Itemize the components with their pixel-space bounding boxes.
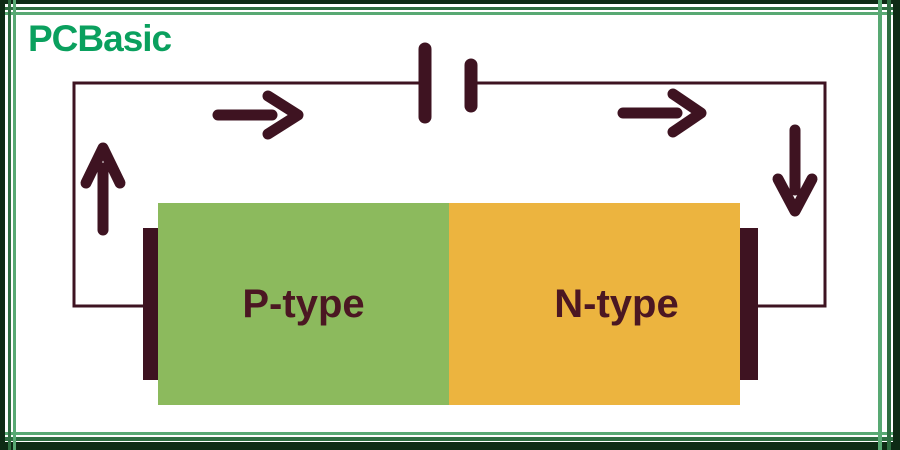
n-type-label: N-type — [554, 281, 679, 326]
frame-line-top-medium — [0, 7, 900, 10]
frame-line-bottom-dark — [0, 442, 900, 450]
n-type-region: N-type — [449, 203, 740, 405]
p-type-label: P-type — [242, 281, 365, 326]
frame-line-right-medium — [887, 0, 891, 450]
frame-line-bottom-light — [0, 432, 900, 435]
wire-loop — [72, 81, 827, 308]
arrow-right-icon — [617, 88, 707, 138]
battery-icon — [418, 42, 478, 124]
brand-logo: PCBasic — [28, 18, 172, 59]
left-electrode — [143, 228, 158, 380]
frame-line-right-dark — [893, 0, 900, 450]
arrow-right-icon — [212, 90, 304, 140]
frame-line-left-dark — [0, 0, 5, 450]
frame-line-top-light — [0, 12, 900, 15]
frame-line-left-light — [13, 0, 16, 450]
arrow-down-icon — [772, 124, 818, 217]
frame-line-left-medium — [8, 0, 11, 450]
right-electrode — [740, 228, 758, 380]
frame-line-right-light — [878, 0, 882, 450]
arrow-up-icon — [80, 142, 126, 236]
frame-line-bottom-medium — [0, 437, 900, 441]
frame-line-top-dark — [0, 0, 900, 4]
p-type-region: P-type — [158, 203, 449, 405]
